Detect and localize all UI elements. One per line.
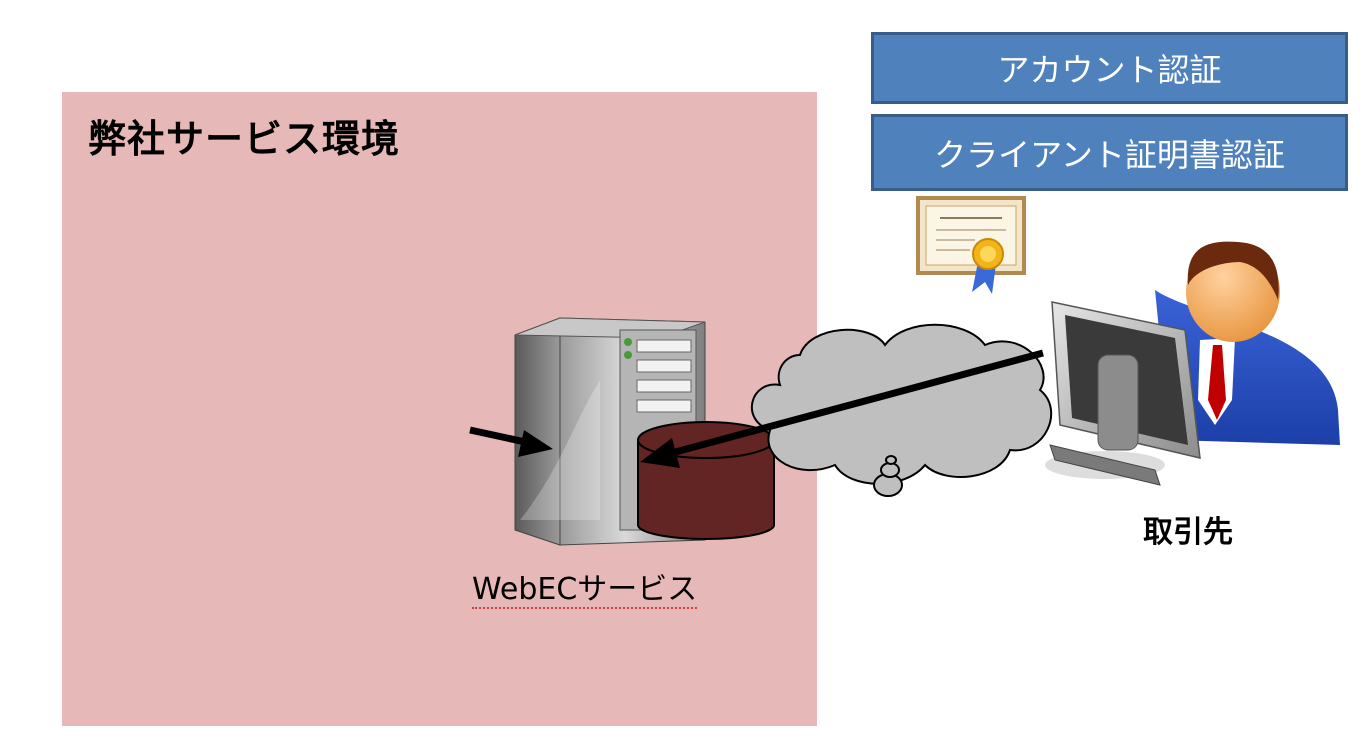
user-at-computer-icon <box>1045 241 1340 486</box>
partner-label: 取引先 <box>1143 515 1233 550</box>
certificate-icon <box>916 196 1026 294</box>
environment-title: 弊社サービス環境 <box>88 117 401 161</box>
server-label-text: WebECサービス <box>472 572 698 609</box>
connection-arrow <box>640 349 1044 468</box>
account-auth-box: アカウント認証 <box>871 32 1348 104</box>
database-icon <box>637 421 775 540</box>
cloud-icon <box>751 323 1053 497</box>
client-cert-auth-box: クライアント証明書認証 <box>871 114 1348 191</box>
server-label: WebECサービス <box>472 564 698 609</box>
internal-arrow <box>469 426 553 457</box>
